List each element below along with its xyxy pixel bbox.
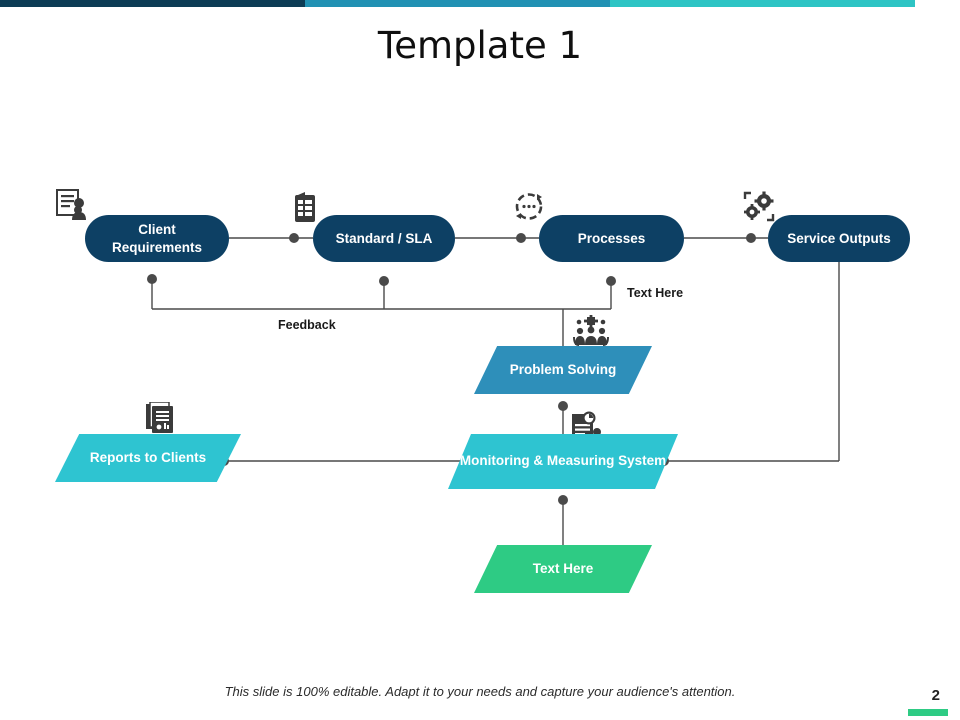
- team-meeting-icon: [573, 315, 609, 351]
- node-service-outputs[interactable]: Service Outputs: [768, 215, 910, 262]
- node-client-requirements[interactable]: Client Requirements: [85, 215, 229, 262]
- page-number: 2: [931, 687, 940, 704]
- report-documents-icon: [146, 401, 176, 439]
- document-person-icon: [56, 189, 90, 226]
- banner-text-here[interactable]: Text Here: [474, 545, 652, 593]
- accent-segment-turquoise: [610, 0, 915, 7]
- page-number-accent-rule: [908, 709, 948, 716]
- banner-problem-solving[interactable]: Problem Solving: [474, 346, 652, 394]
- banner-monitoring-measuring-system[interactable]: Monitoring & Measuring System: [448, 434, 678, 489]
- accent-segment-dark: [0, 0, 305, 7]
- page-title: Template 1: [377, 24, 583, 67]
- label-feedback: Feedback: [278, 318, 336, 332]
- label-text-here: Text Here: [627, 286, 684, 300]
- accent-segment-teal: [305, 0, 610, 7]
- banner-reports-to-clients[interactable]: Reports to Clients: [55, 434, 241, 482]
- node-standard-sla[interactable]: Standard / SLA: [313, 215, 455, 262]
- footer-note: This slide is 100% editable. Adapt it to…: [224, 684, 736, 699]
- gears-icon: [742, 190, 776, 228]
- circular-arrows-icon: [512, 190, 546, 228]
- clipboard-list-icon: [293, 192, 318, 228]
- top-accent-bar: [0, 0, 915, 7]
- node-processes[interactable]: Processes: [539, 215, 684, 262]
